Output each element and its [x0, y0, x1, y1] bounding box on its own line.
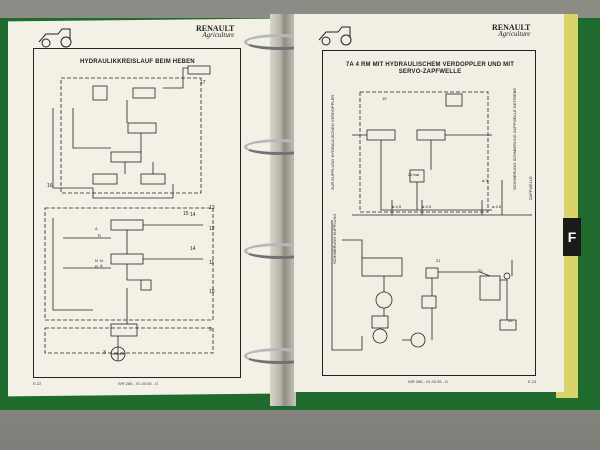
label-12: 12: [209, 226, 215, 232]
port-a1: A: [95, 226, 98, 231]
port-n2: N: [95, 258, 98, 263]
right-footer-ref: WR 286 - 01.03.95 - D: [408, 379, 449, 384]
right-page-title: 7A 4 RM MIT HYDRAULISCHEM VERDOPPLER UND…: [345, 62, 515, 75]
small-label-21: 21: [436, 258, 441, 263]
left-footer-ref: WR 286 - 01.03.95 - D: [118, 381, 159, 386]
vertical-label-4: ZAPFWELLE: [528, 176, 533, 200]
vertical-label-2: SCHMIERUNG SCHMIERUNG ZAPFWELLE GETRIEBE: [512, 87, 517, 190]
left-page-title: HYDRAULIKKREISLAUF BEIM HEBEN: [80, 59, 195, 65]
port-n1: N: [100, 258, 103, 263]
small-label-d45c: ø 4.5: [492, 204, 502, 209]
right-page: [294, 14, 564, 392]
label-13: 13: [209, 205, 215, 211]
label-10: 10: [209, 289, 215, 295]
right-hydraulic-diagram: [331, 91, 532, 351]
vertical-label-1: ZUR KUPPLUNG HYDRAULISCHEN VERDOPPLER: [330, 94, 335, 190]
small-label-d3: ø 3: [482, 178, 488, 183]
label-15: 15: [183, 211, 189, 217]
small-label-23: 23: [508, 318, 513, 323]
port-r1: R: [98, 233, 101, 238]
label-3: 3: [103, 350, 106, 356]
vertical-label-3: SCHMIERUNG KUPPLUNG: [332, 213, 337, 264]
left-hydraulic-diagram: [44, 65, 214, 362]
left-diagram-frame: [33, 48, 241, 378]
port-r2: R: [95, 264, 98, 269]
small-label-19: 19: [382, 96, 387, 101]
label-9: 9: [209, 327, 212, 333]
section-tab-f: F: [563, 218, 581, 256]
tractor-logo-left: [38, 28, 72, 48]
label-14b: 14: [190, 246, 196, 252]
tractor-logo-right: [318, 26, 352, 46]
left-footer-page: E.22: [33, 381, 42, 386]
right-footer-page: E.23: [528, 379, 537, 384]
label-14a: 14: [190, 212, 196, 218]
label-16: 16: [47, 183, 53, 189]
right-diagram-frame: [322, 50, 536, 376]
small-label-22: 22: [478, 268, 483, 273]
label-17: 17: [200, 80, 206, 86]
small-label-d45a: ø 4.5: [392, 204, 402, 209]
binder-spine: [270, 14, 296, 406]
port-a2: A: [100, 263, 103, 268]
label-11: 11: [209, 260, 215, 266]
small-label-20bar: 20 bar: [408, 172, 420, 177]
small-label-d45b: ø 4.5: [422, 204, 432, 209]
